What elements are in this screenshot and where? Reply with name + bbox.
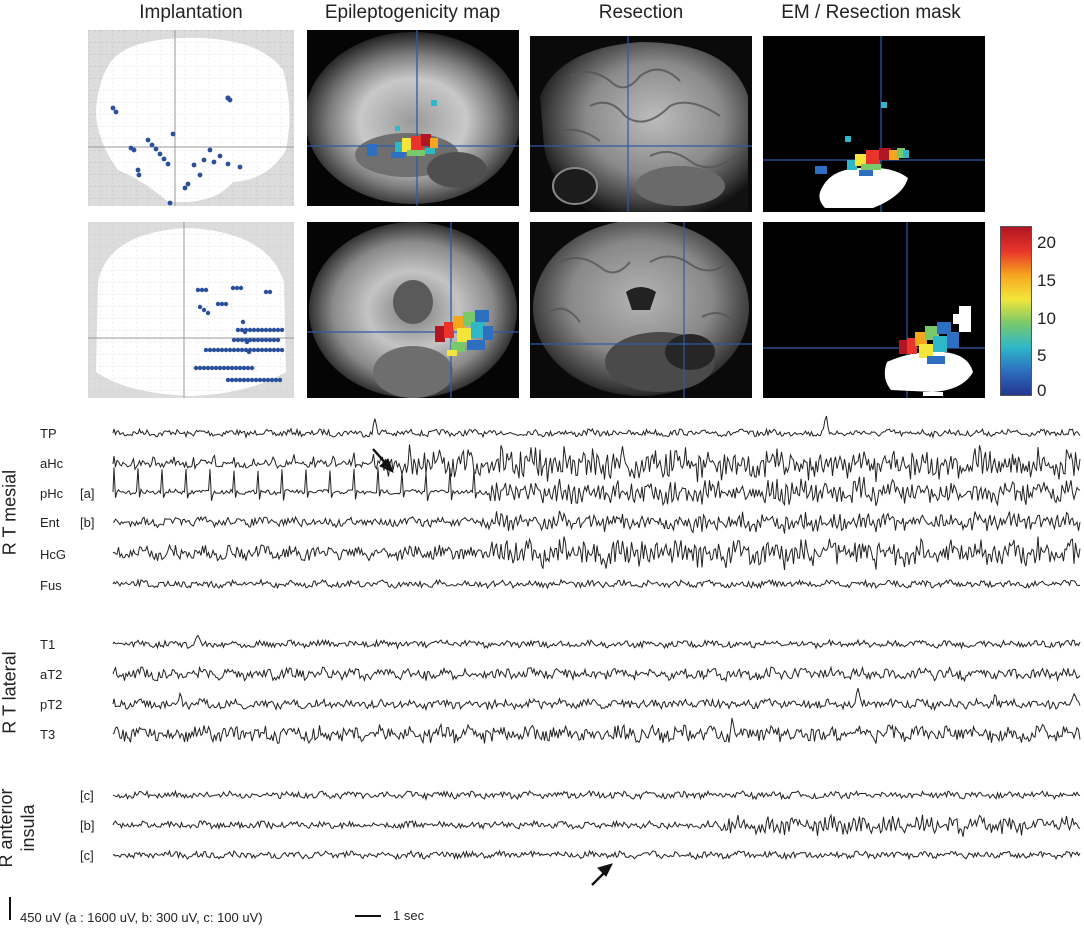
channel-label-phc: pHc [40, 486, 64, 501]
group-label-rt-lateral: R T lateral [0, 651, 20, 734]
arrow-icon [591, 863, 613, 886]
channel-label-fus: Fus [40, 578, 62, 593]
channel-label-tp: TP [40, 426, 57, 441]
scale-bracket-phc: [a] [80, 486, 95, 501]
colorbar [1000, 226, 1032, 396]
trace-at2 [112, 665, 1081, 683]
epileptogenicity-map-coronal-panel [307, 222, 519, 398]
group-label-line: insula [18, 804, 38, 852]
column-title-implantation: Implantation [139, 2, 243, 23]
trace-phc [112, 467, 1081, 507]
trace-t1 [112, 634, 1081, 650]
scale-bracket-ent: [b] [80, 515, 95, 530]
channel-label-ent: Ent [40, 515, 60, 530]
scale-bracket-insula-2: [b] [80, 818, 95, 833]
activation-cluster [367, 100, 438, 158]
column-title-epileptogenicity-map: Epileptogenicity map [324, 2, 501, 23]
time-scale-label: 1 sec [393, 908, 425, 923]
group-label-line: R anterior [0, 788, 16, 867]
trace-ins-1 [112, 789, 1081, 802]
group-label-rt-mesial: R T mesial [0, 469, 20, 556]
implantation-coronal-panel [88, 222, 294, 398]
colorbar-tick: 0 [1037, 381, 1047, 400]
trace-fus [112, 578, 1081, 590]
colorbar-tick: 20 [1037, 233, 1056, 252]
trace-tp [112, 415, 1081, 439]
colorbar-tick: 5 [1037, 346, 1047, 365]
activation-cluster [899, 322, 959, 364]
electrode-contacts [110, 95, 243, 206]
implantation-sagittal-panel [88, 30, 294, 206]
column-title-resection: Resection [598, 2, 684, 23]
trace-pt2 [112, 687, 1081, 712]
channel-label-ahc: aHc [40, 456, 64, 471]
group-label-r-anterior-insula: R anterior insula [0, 773, 39, 883]
channel-label-t1: T1 [40, 637, 56, 652]
channel-label-at2: aT2 [40, 667, 63, 682]
trace-hcg [112, 536, 1081, 571]
trace-ent [112, 510, 1081, 534]
em-resection-mask-sagittal-panel [763, 36, 985, 212]
colorbar-tick: 15 [1037, 271, 1056, 290]
trace-t3 [112, 717, 1081, 745]
colorbar-tick: 10 [1037, 309, 1056, 328]
activation-cluster [815, 102, 909, 176]
column-title-em-resection-mask: EM / Resection mask [781, 2, 961, 23]
channel-label-pt2: pT2 [40, 697, 63, 712]
trace-ins-3 [112, 849, 1081, 861]
em-resection-mask-coronal-panel [763, 222, 985, 398]
epileptogenicity-map-sagittal-panel [307, 30, 519, 206]
channel-label-t3: T3 [40, 727, 56, 742]
arrow-icon [372, 448, 394, 473]
trace-ahc [112, 444, 1081, 483]
electrode-contacts [193, 285, 285, 383]
amplitude-scale-label: 450 uV (a : 1600 uV, b: 300 uV, c: 100 u… [20, 910, 263, 925]
resection-sagittal-mri-panel [530, 36, 752, 212]
trace-ins-2 [112, 813, 1081, 837]
scale-bracket-insula-1: [c] [80, 788, 94, 803]
channel-label-hcg: HcG [40, 547, 66, 562]
resection-coronal-mri-panel [530, 222, 752, 398]
scale-bracket-insula-3: [c] [80, 848, 94, 863]
activation-cluster [435, 310, 493, 356]
